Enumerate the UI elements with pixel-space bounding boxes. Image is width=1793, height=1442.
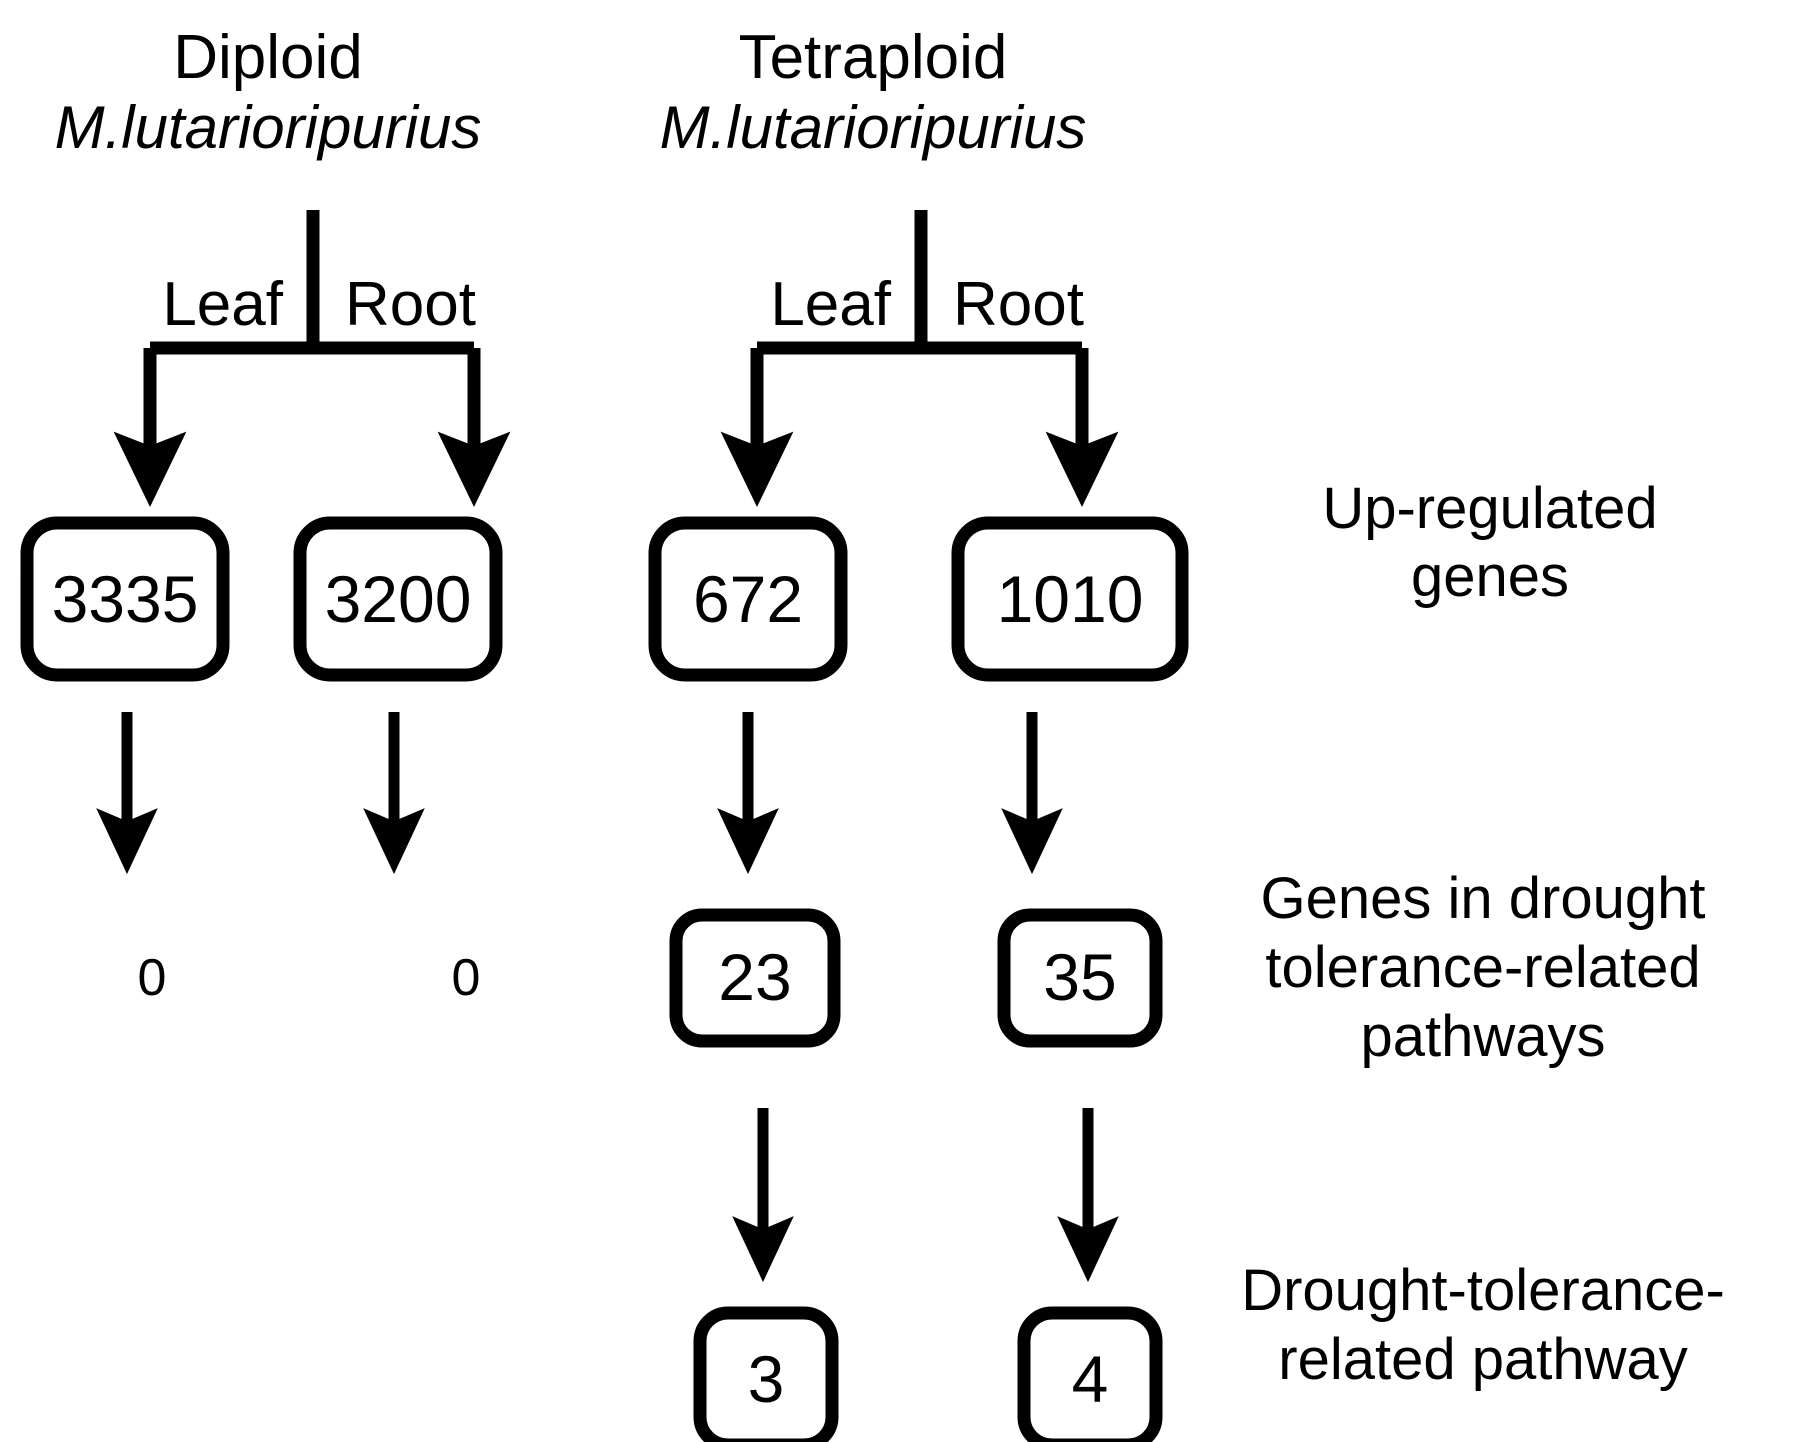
tetraploid-ploidy-label: Tetraploid <box>739 23 1008 92</box>
diploid-leaf-label: Leaf <box>162 270 283 339</box>
box-upregulated-diploid-root[interactable]: 3200 <box>293 516 503 682</box>
box-pathways-tetraploid-leaf[interactable]: 23 <box>669 908 841 1048</box>
tetraploid-root-label: Root <box>953 270 1084 339</box>
row-label-pathways-line2: tolerance-related <box>1265 935 1700 1000</box>
box-value: 4 <box>1072 1342 1109 1416</box>
row-label-pathway-line2: related pathway <box>1278 1327 1687 1392</box>
diploid-root-label: Root <box>345 270 476 339</box>
row-label-pathways-line3: pathways <box>1360 1004 1605 1069</box>
box-upregulated-tetraploid-root[interactable]: 1010 <box>951 516 1189 682</box>
tetraploid-leaf-label: Leaf <box>770 270 891 339</box>
box-value: 3335 <box>52 562 199 636</box>
value-pathways-diploid-root: 0 <box>452 949 481 1007</box>
diploid-branch-connector <box>143 210 481 418</box>
diploid-ploidy-label: Diploid <box>173 23 363 92</box>
row-label-upregulated-line1: Up-regulated <box>1322 476 1657 541</box>
row-label-pathways-line1: Genes in drought <box>1261 866 1706 931</box>
box-pathway-tetraploid-leaf[interactable]: 3 <box>693 1306 839 1442</box>
box-value: 35 <box>1043 940 1116 1014</box>
box-pathways-tetraploid-root[interactable]: 35 <box>997 908 1163 1048</box>
box-upregulated-diploid-leaf[interactable]: 3335 <box>20 516 230 682</box>
box-value: 672 <box>693 562 803 636</box>
row-label-upregulated-line2: genes <box>1411 544 1569 609</box>
box-pathway-tetraploid-root[interactable]: 4 <box>1017 1306 1163 1442</box>
box-value: 3200 <box>325 562 472 636</box>
tetraploid-species-label: M.lutarioripurius <box>660 94 1087 161</box>
box-upregulated-tetraploid-leaf[interactable]: 672 <box>648 516 848 682</box>
value-pathways-diploid-leaf: 0 <box>138 949 167 1007</box>
row-label-pathway-line1: Drought-tolerance- <box>1241 1258 1725 1323</box>
diploid-species-label: M.lutarioripurius <box>55 94 482 161</box>
box-value: 3 <box>748 1342 785 1416</box>
box-value: 23 <box>718 940 791 1014</box>
box-value: 1010 <box>997 562 1144 636</box>
